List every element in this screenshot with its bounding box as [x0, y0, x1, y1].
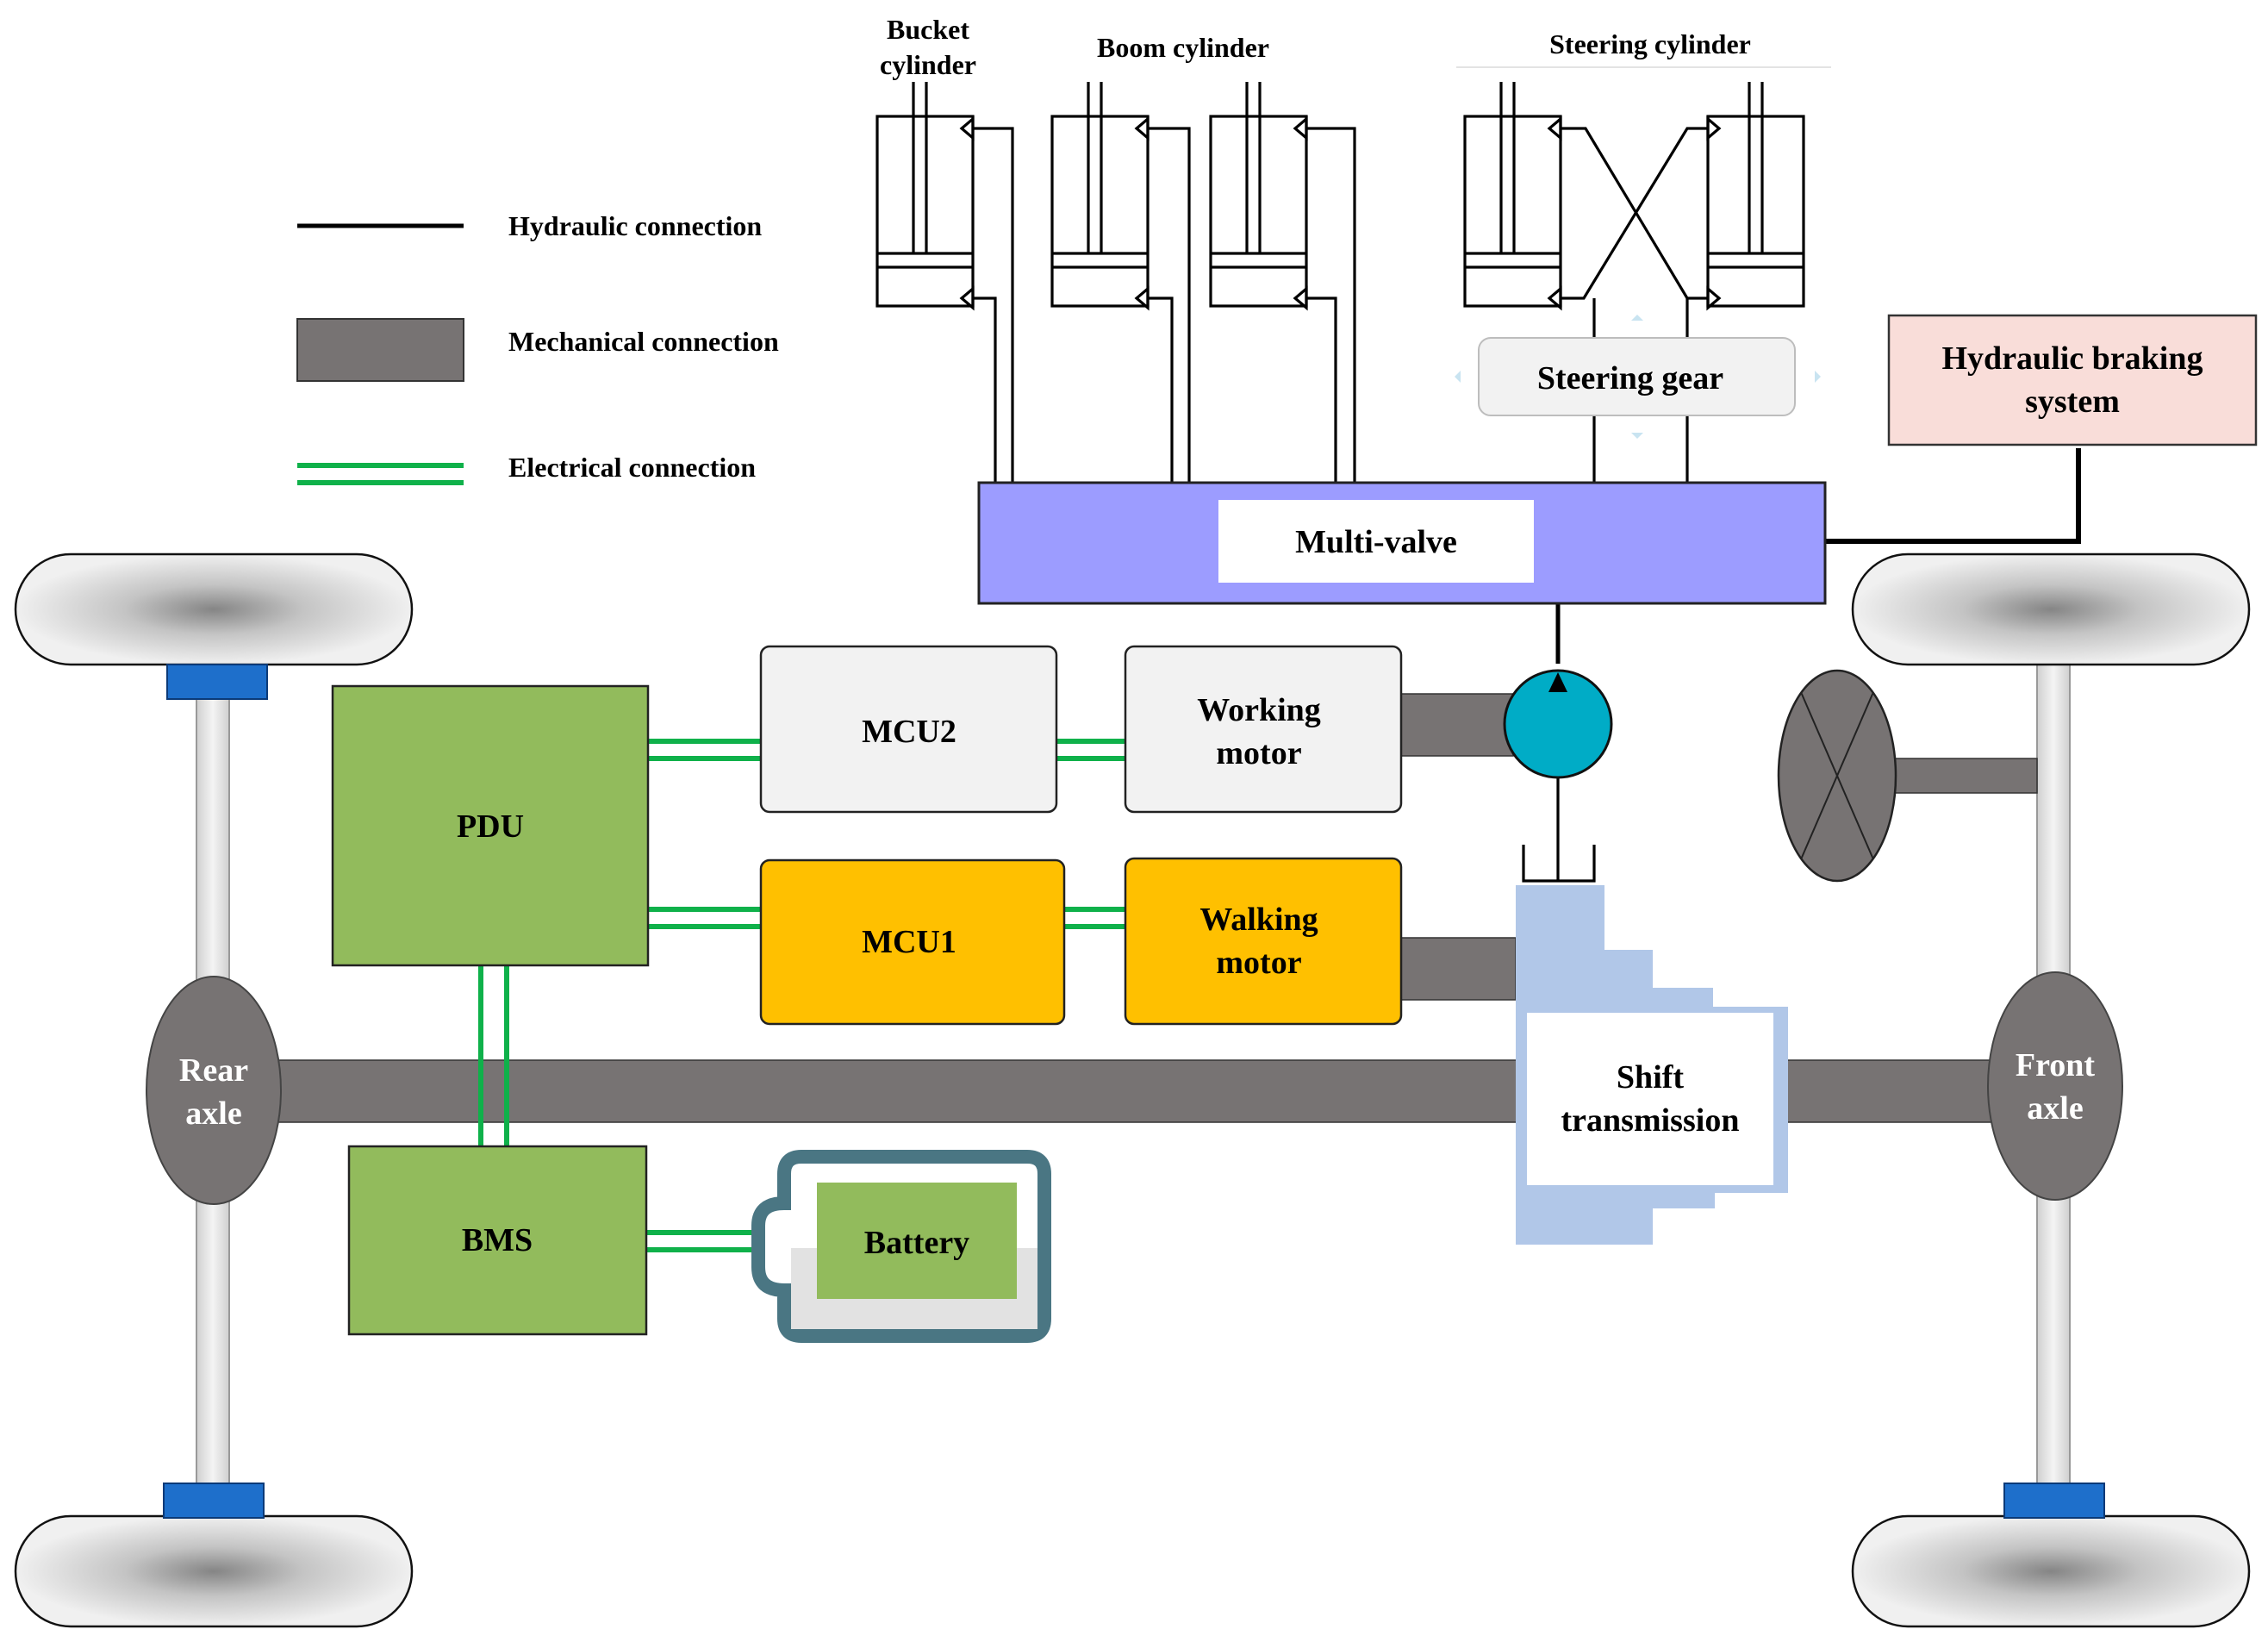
front-left-tire [1851, 552, 2251, 666]
working-motor-shaft [1399, 693, 1514, 757]
rear-right-hub [163, 1483, 265, 1519]
rear-axle-label-2: axle [185, 1096, 241, 1132]
mcu2-label: MCU2 [862, 714, 956, 750]
walking-motor: Walking motor [1124, 857, 1403, 1026]
front-axle-label-2: axle [2027, 1090, 2083, 1127]
boom-cylinder-title: Boom cylinder [1097, 32, 1269, 63]
steering-gear-label: Steering gear [1537, 360, 1723, 396]
walking-motor-shaft [1399, 937, 1517, 1001]
braking-label-1: Hydraulic braking [1942, 340, 2203, 377]
pump-arrow-icon [1548, 672, 1567, 692]
bucket-cylinder-title-1: Bucket [887, 14, 969, 45]
steering-cylinder-right [1706, 82, 1805, 311]
mcu2: MCU2 [759, 645, 1058, 814]
electrical-lines [478, 739, 1125, 1252]
mcu1-label: MCU1 [862, 924, 956, 960]
rear-left-tire [14, 552, 414, 666]
pdu-label: PDU [457, 808, 524, 845]
legend-electrical-label: Electrical connection [508, 452, 756, 483]
steering-gear-arrow-up [1631, 315, 1643, 321]
bms-label: BMS [462, 1222, 533, 1258]
shift-transmission-label-2: transmission [1561, 1102, 1740, 1139]
front-axle: Front axle [1987, 971, 2123, 1201]
multi-valve: Multi-valve [977, 481, 1827, 605]
bucket-cylinder [875, 82, 975, 311]
battery: Battery [751, 1150, 1051, 1343]
walking-motor-label-1: Walking [1199, 902, 1318, 938]
front-right-hub [2003, 1483, 2105, 1519]
boom-cylinder-right [1209, 82, 1308, 311]
mcu1: MCU1 [759, 858, 1066, 1026]
rear-axle-label-1: Rear [179, 1052, 248, 1089]
hydraulic-lines [973, 127, 2081, 883]
legend-mechanical-swatch [296, 318, 464, 382]
hydraulic-braking-system: Hydraulic braking system [1887, 314, 2258, 446]
steering-cylinder-title: Steering cylinder [1549, 28, 1751, 59]
brake-disc [1777, 669, 2038, 883]
legend: Hydraulic connection Mechanical connecti… [296, 210, 779, 485]
boom-cylinder-left [1050, 82, 1150, 311]
rear-right-tire [14, 1514, 414, 1628]
steering-gear: Steering gear [1455, 315, 1821, 439]
steering-gear-arrow-right [1815, 371, 1821, 383]
legend-hydraulic-label: Hydraulic connection [508, 210, 762, 241]
working-motor-label-1: Working [1197, 692, 1321, 728]
working-motor: Working motor [1124, 645, 1403, 814]
walking-motor-label-2: motor [1216, 945, 1301, 981]
shift-transmission-label-1: Shift [1617, 1059, 1684, 1096]
steering-cylinder-left [1463, 82, 1562, 311]
multi-valve-label: Multi-valve [1295, 524, 1457, 560]
braking-label-2: system [2025, 384, 2120, 420]
front-axle-label-1: Front [2016, 1047, 2096, 1083]
legend-mechanical-label: Mechanical connection [508, 326, 779, 357]
pdu: PDU [331, 684, 650, 967]
rear-axle: Rear axle [146, 976, 282, 1205]
front-right-tire [1851, 1514, 2251, 1628]
hydraulic-pump [1503, 669, 1613, 779]
rear-left-hub [166, 664, 268, 700]
shift-transmission: Shift transmission [1516, 885, 1788, 1245]
steering-gear-arrow-left [1455, 371, 1461, 383]
steering-gear-arrow-down [1631, 433, 1643, 439]
bucket-cylinder-title-2: cylinder [880, 49, 976, 80]
battery-label: Battery [864, 1225, 969, 1261]
bms: BMS [347, 1145, 648, 1336]
working-motor-label-2: motor [1216, 735, 1301, 771]
